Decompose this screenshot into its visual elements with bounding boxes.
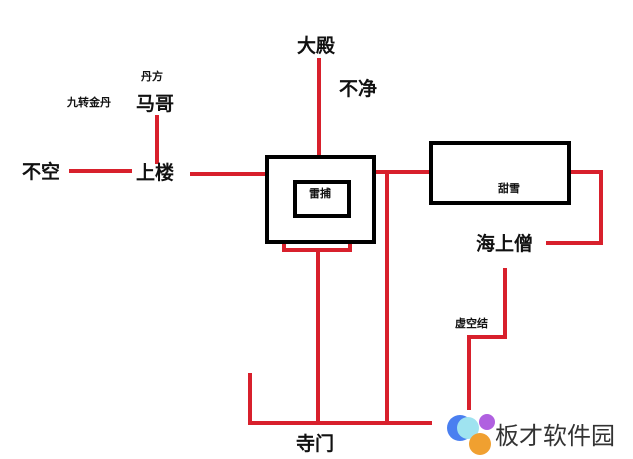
label-haishangseng: 海上僧	[476, 232, 533, 255]
room-leibu	[293, 180, 351, 218]
label-tianxue: 甜雪	[498, 181, 520, 195]
label-main-hall: 大殿	[297, 34, 336, 57]
room-outer	[265, 155, 376, 244]
room-tianxue	[429, 141, 571, 205]
label-jiuzhuan-jindan: 九转金丹	[66, 95, 111, 109]
label-mage: 马哥	[136, 93, 174, 115]
label-bujing: 不净	[339, 77, 377, 100]
label-upstairs: 上楼	[136, 161, 174, 184]
label-danfang: 丹方	[141, 69, 163, 83]
watermark-logo-icon	[447, 414, 495, 455]
watermark-text: 板才软件园	[495, 422, 615, 450]
path-xukongjie	[467, 268, 507, 410]
path-gate	[248, 373, 432, 425]
label-bukong: 不空	[22, 160, 60, 183]
path-haishangseng	[546, 170, 603, 245]
label-leibu: 雷捕	[309, 186, 331, 200]
label-temple-gate: 寺门	[296, 432, 334, 455]
paths	[69, 58, 603, 425]
label-xukongjie: 虚空结	[455, 316, 488, 330]
